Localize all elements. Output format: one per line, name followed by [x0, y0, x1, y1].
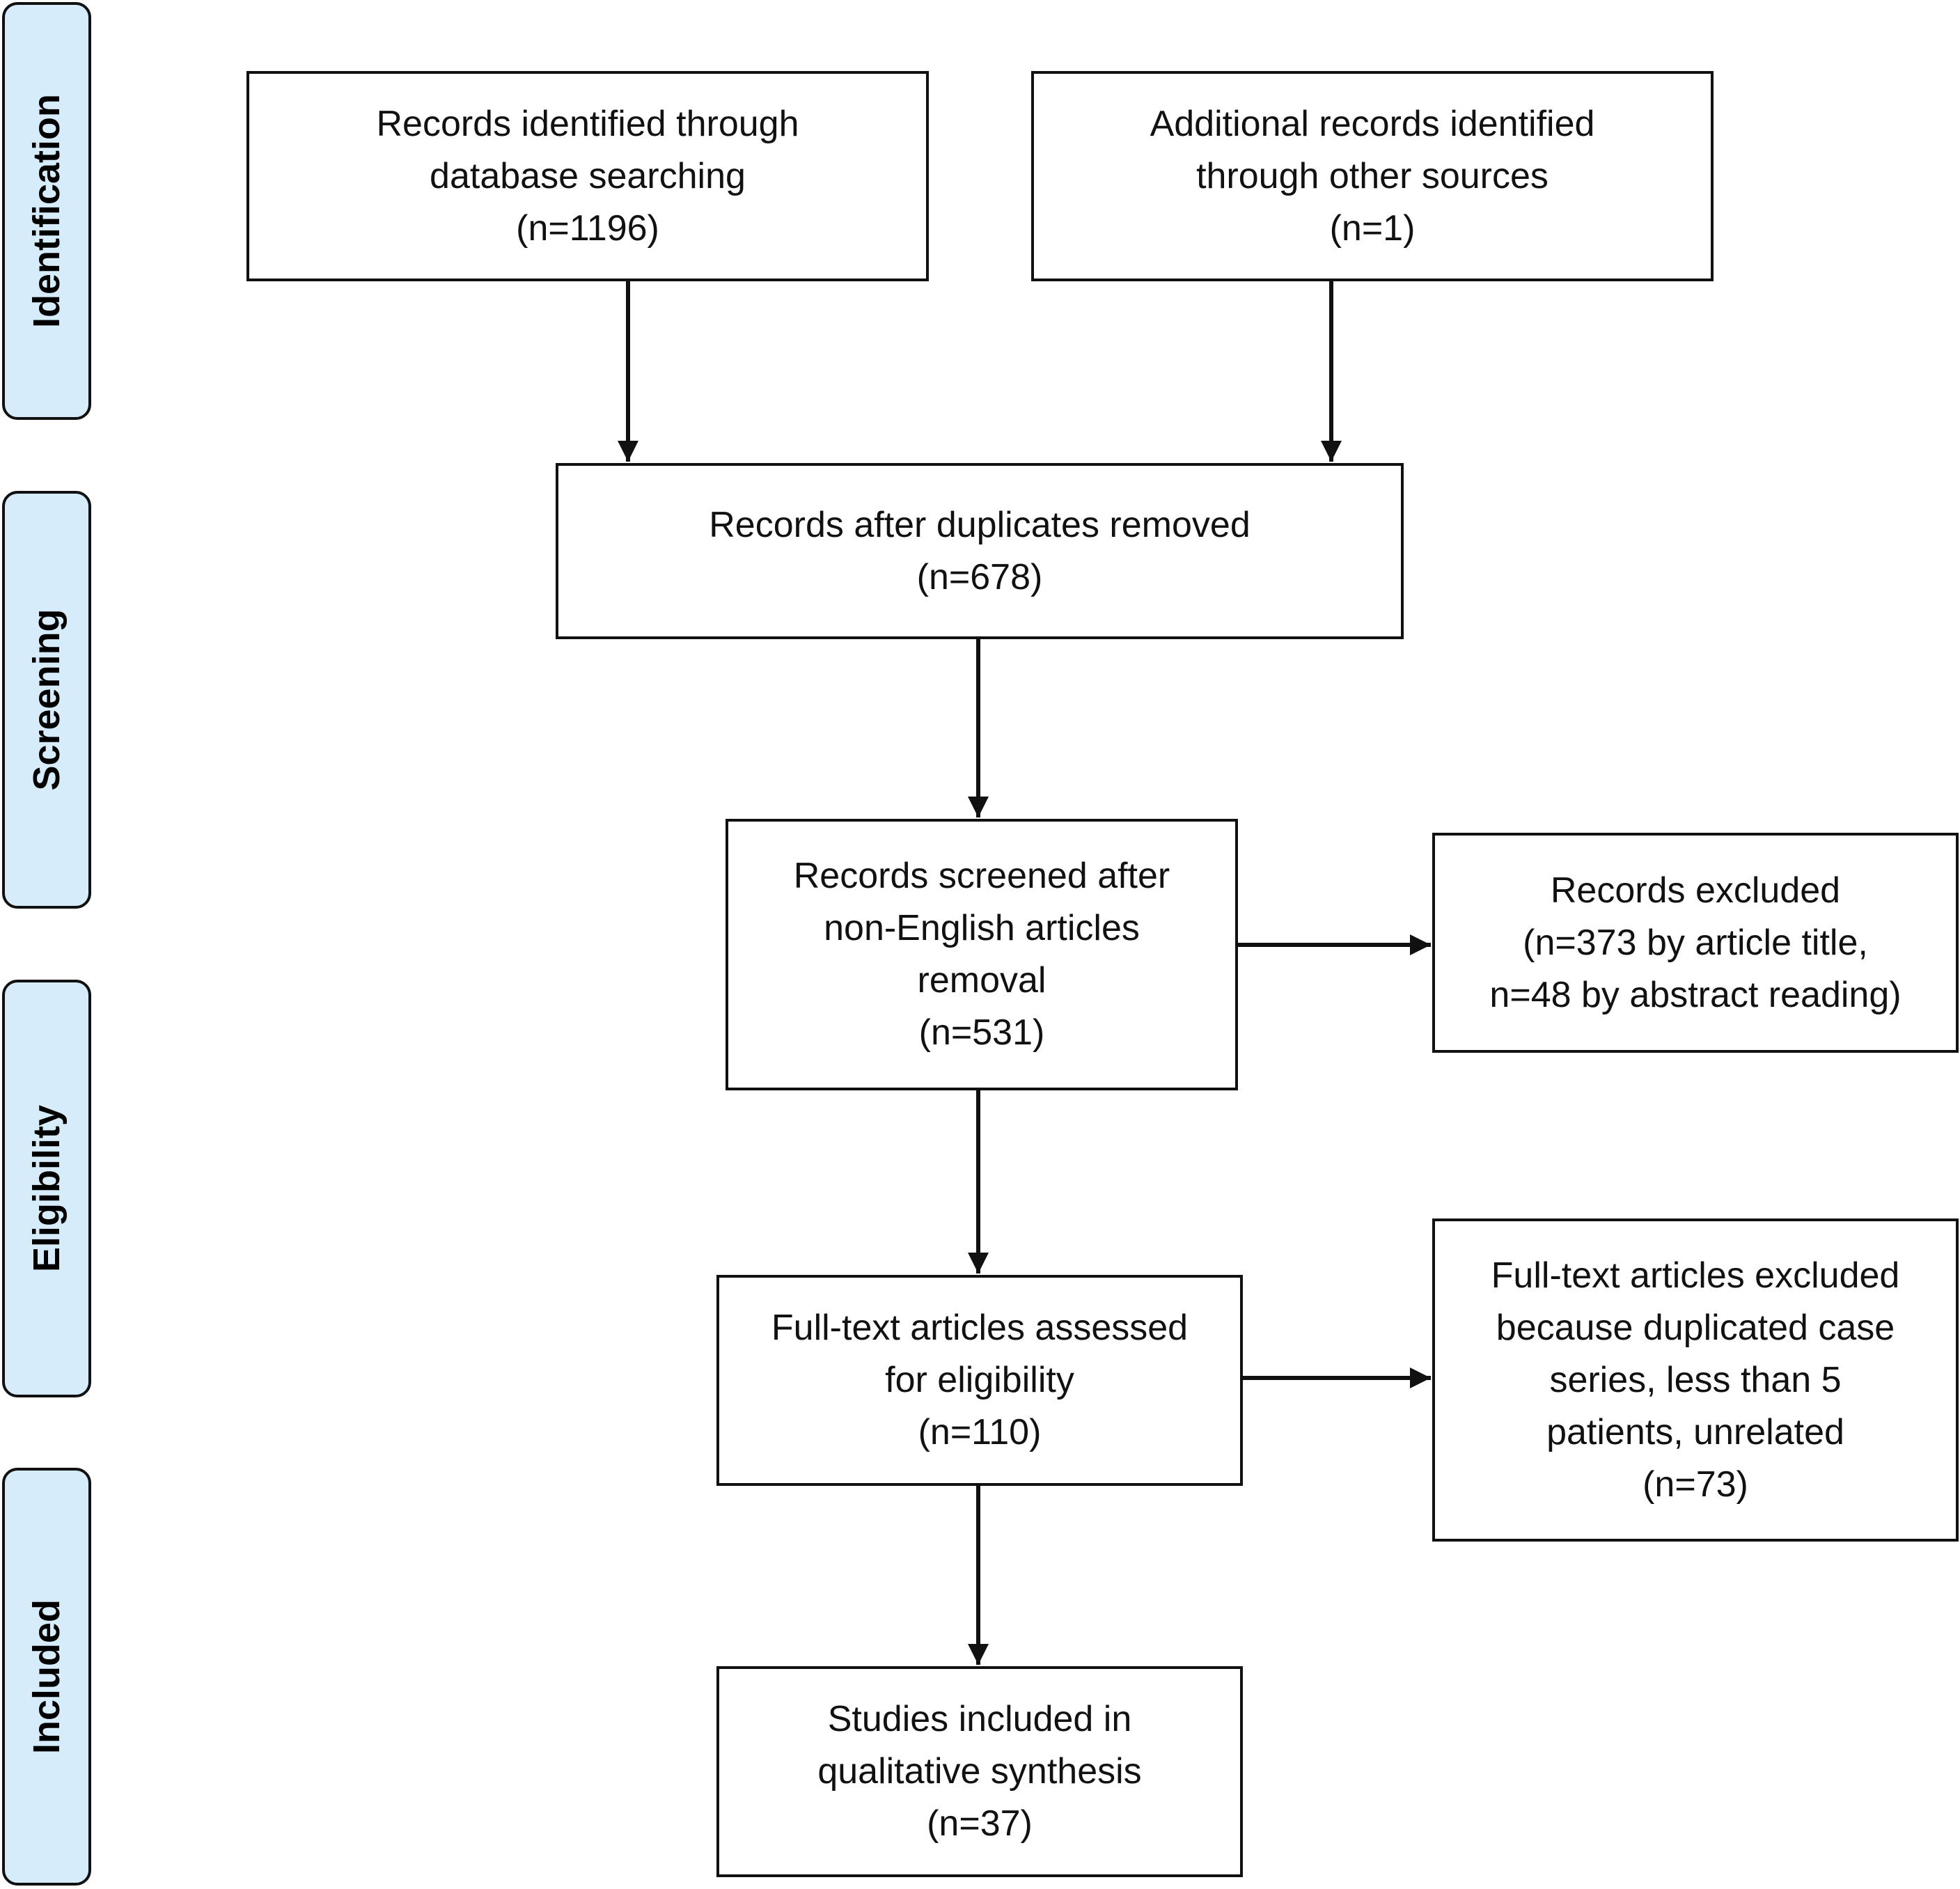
box-line: (n=73) [1643, 1464, 1748, 1505]
box-line: (n=37) [927, 1803, 1033, 1844]
box-line: Studies included in [827, 1699, 1132, 1739]
box-line: Full-text articles excluded [1491, 1255, 1900, 1296]
box-records-excluded: Records excluded (n=373 by article title… [1432, 833, 1959, 1053]
box-line: n=48 by abstract reading) [1489, 974, 1902, 1015]
box-line: qualitative synthesis [817, 1751, 1142, 1792]
box-line: for eligibility [885, 1360, 1074, 1400]
box-line: (n=531) [918, 1012, 1045, 1053]
box-records-screened: Records screened after non-English artic… [726, 819, 1238, 1090]
box-line: Full-text articles assessed [771, 1308, 1189, 1348]
box-line: non-English articles [824, 908, 1140, 948]
box-line: (n=110) [918, 1412, 1042, 1452]
box-line: Records excluded [1550, 870, 1841, 911]
box-line: because duplicated case [1496, 1307, 1895, 1348]
box-after-duplicates: Records after duplicates removed (n=678) [556, 463, 1404, 639]
box-line: Records screened after [793, 856, 1170, 896]
box-line: through other sources [1196, 155, 1549, 196]
phase-included: Included [2, 1468, 91, 1886]
box-other-sources: Additional records identified through ot… [1031, 71, 1714, 281]
box-fulltext-assessed: Full-text articles assessed for eligibil… [716, 1275, 1243, 1486]
phase-screening: Screening [2, 491, 91, 909]
box-line: Records after duplicates removed [709, 504, 1251, 545]
box-line: Records identified through [376, 103, 799, 144]
box-studies-included: Studies included in qualitative synthesi… [716, 1666, 1243, 1877]
box-line: (n=1) [1329, 207, 1416, 249]
box-line: (n=1196) [516, 207, 659, 249]
box-line: removal [917, 960, 1046, 1001]
box-line: Additional records identified [1150, 103, 1595, 144]
box-line: patients, unrelated [1546, 1411, 1844, 1452]
box-database-searching: Records identified through database sear… [246, 71, 929, 281]
phase-eligibility: Eligibility [2, 980, 91, 1397]
box-line: series, less than 5 [1549, 1359, 1842, 1400]
box-line: (n=373 by article title, [1523, 922, 1868, 963]
box-fulltext-excluded: Full-text articles excluded because dupl… [1432, 1218, 1959, 1542]
box-line: database searching [430, 155, 746, 196]
phase-identification: Identification [2, 2, 91, 420]
box-line: (n=678) [916, 556, 1043, 597]
